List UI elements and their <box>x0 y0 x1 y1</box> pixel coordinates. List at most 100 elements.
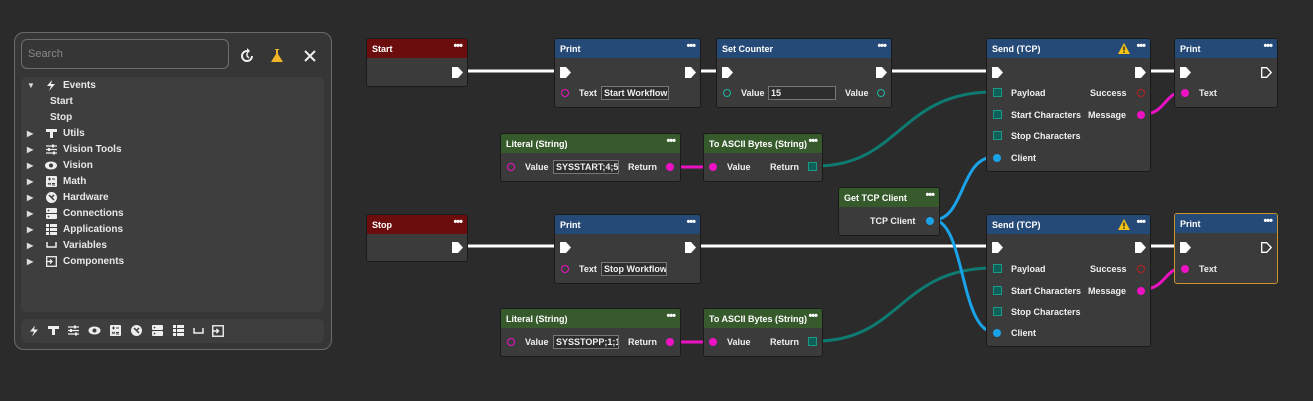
success-output-pin[interactable] <box>1137 89 1145 97</box>
payload-input-pin[interactable] <box>993 264 1002 273</box>
stop-event-node[interactable]: Stop••• <box>366 214 468 262</box>
node-header[interactable]: Literal (String)••• <box>501 309 680 328</box>
send-tcp-node[interactable]: Send (TCP) ••• Payload Success Start Cha… <box>986 214 1151 347</box>
exec-in-pin[interactable] <box>992 67 1003 78</box>
chevron-right-icon[interactable]: ▶ <box>27 256 34 266</box>
more-options-icon[interactable]: ••• <box>686 40 696 52</box>
print-node[interactable]: Print••• Text <box>1174 38 1278 108</box>
circuit-icon[interactable] <box>130 324 143 337</box>
text-input-pin[interactable] <box>1181 265 1189 273</box>
exec-out-pin[interactable] <box>452 67 463 78</box>
bytes-output-pin[interactable] <box>808 162 817 171</box>
more-options-icon[interactable]: ••• <box>666 310 676 322</box>
stop-characters-input-pin[interactable] <box>993 307 1002 316</box>
value-input-field[interactable]: SYSSTART;4;5 <box>553 160 619 174</box>
literal-string-node[interactable]: Literal (String)••• Value SYSSTOPP;1;1 R… <box>500 308 681 357</box>
node-header[interactable]: Stop••• <box>367 215 467 234</box>
exec-out-pin[interactable] <box>1135 67 1146 78</box>
more-options-icon[interactable]: ••• <box>686 216 696 228</box>
set-counter-node[interactable]: Set Counter••• Value 15 Value <box>716 38 892 108</box>
exec-in-pin[interactable] <box>992 242 1003 253</box>
value-input-pin[interactable] <box>507 163 515 171</box>
exec-out-pin[interactable] <box>452 242 463 253</box>
grid-icon[interactable] <box>172 324 185 337</box>
eye-icon[interactable] <box>88 324 101 337</box>
message-output-pin[interactable] <box>1137 111 1145 119</box>
close-button[interactable] <box>299 45 321 67</box>
value-input-pin[interactable] <box>507 338 515 346</box>
chevron-right-icon[interactable]: ▶ <box>27 144 34 154</box>
more-options-icon[interactable]: ••• <box>808 310 818 322</box>
value-input-field[interactable]: SYSSTOPP;1;1 <box>553 335 619 349</box>
warning-icon[interactable] <box>1118 43 1130 54</box>
chevron-right-icon[interactable]: ▶ <box>27 208 34 218</box>
client-input-pin[interactable] <box>993 154 1001 162</box>
node-header[interactable]: Set Counter••• <box>717 39 891 58</box>
more-options-icon[interactable]: ••• <box>1136 40 1146 52</box>
node-header[interactable]: To ASCII Bytes (String)••• <box>704 309 822 328</box>
send-tcp-node[interactable]: Send (TCP) ••• Payload Success Start Cha… <box>986 38 1151 172</box>
node-header[interactable]: Start••• <box>367 39 467 58</box>
calculator-icon[interactable] <box>109 324 122 337</box>
more-options-icon[interactable]: ••• <box>453 216 463 228</box>
node-header[interactable]: Send (TCP) ••• <box>987 39 1150 58</box>
start-characters-input-pin[interactable] <box>993 110 1002 119</box>
tcp-client-output-pin[interactable] <box>926 217 934 225</box>
value-input-field[interactable]: 15 <box>768 86 836 100</box>
chevron-right-icon[interactable]: ▶ <box>27 176 34 186</box>
shirt-icon[interactable] <box>47 324 60 337</box>
literal-string-node[interactable]: Literal (String)••• Value SYSSTART;4;5 R… <box>500 133 681 182</box>
exec-in-pin[interactable] <box>722 67 733 78</box>
more-options-icon[interactable]: ••• <box>808 135 818 147</box>
chevron-right-icon[interactable]: ▶ <box>27 192 34 202</box>
node-header[interactable]: Literal (String)••• <box>501 134 680 153</box>
node-header[interactable]: Print••• <box>1175 39 1277 58</box>
component-icon[interactable] <box>211 324 224 337</box>
more-options-icon[interactable]: ••• <box>1136 216 1146 228</box>
bytes-output-pin[interactable] <box>808 337 817 346</box>
return-output-pin[interactable] <box>666 338 674 346</box>
node-header[interactable]: Get TCP Client••• <box>839 188 939 207</box>
print-node[interactable]: Print••• Text <box>1174 213 1278 284</box>
client-input-pin[interactable] <box>993 329 1001 337</box>
node-header[interactable]: Print••• <box>555 215 700 234</box>
more-options-icon[interactable]: ••• <box>925 189 935 201</box>
exec-out-pin[interactable] <box>685 67 696 78</box>
to-ascii-bytes-node[interactable]: To ASCII Bytes (String)••• Value Return <box>703 133 823 182</box>
bracket-icon[interactable] <box>192 324 205 337</box>
more-options-icon[interactable]: ••• <box>1263 215 1273 227</box>
exec-out-pin[interactable] <box>876 67 887 78</box>
value-input-pin[interactable] <box>723 89 731 97</box>
more-options-icon[interactable]: ••• <box>666 135 676 147</box>
to-ascii-bytes-node[interactable]: To ASCII Bytes (String)••• Value Return <box>703 308 823 357</box>
node-header[interactable]: Send (TCP) ••• <box>987 215 1150 234</box>
text-input-field[interactable]: Stop Workflow <box>601 262 667 276</box>
node-header[interactable]: Print••• <box>1175 214 1277 233</box>
exec-out-pin[interactable] <box>1135 242 1146 253</box>
message-output-pin[interactable] <box>1137 287 1145 295</box>
chevron-right-icon[interactable]: ▶ <box>27 128 34 138</box>
refresh-button[interactable] <box>236 45 258 67</box>
start-event-node[interactable]: Start••• <box>366 38 468 87</box>
more-options-icon[interactable]: ••• <box>1263 40 1273 52</box>
flask-button[interactable] <box>266 45 288 67</box>
exec-in-pin[interactable] <box>560 67 571 78</box>
more-options-icon[interactable]: ••• <box>877 40 887 52</box>
print-node[interactable]: Print••• Text Start Workflow <box>554 38 701 108</box>
get-tcp-client-node[interactable]: Get TCP Client••• TCP Client <box>838 187 940 236</box>
exec-in-pin[interactable] <box>1180 67 1191 78</box>
sliders-icon[interactable] <box>67 324 80 337</box>
bolt-icon[interactable] <box>27 324 40 337</box>
node-header[interactable]: Print••• <box>555 39 700 58</box>
value-input-pin[interactable] <box>709 338 717 346</box>
node-header[interactable]: To ASCII Bytes (String)••• <box>704 134 822 153</box>
search-input[interactable] <box>21 39 229 69</box>
chevron-right-icon[interactable]: ▶ <box>27 224 34 234</box>
exec-out-pin[interactable] <box>1261 67 1272 78</box>
text-input-pin[interactable] <box>561 265 569 273</box>
value-input-pin[interactable] <box>709 163 717 171</box>
text-input-pin[interactable] <box>1181 89 1189 97</box>
chevron-right-icon[interactable]: ▶ <box>27 160 34 170</box>
text-input-field[interactable]: Start Workflow <box>601 86 669 100</box>
start-characters-input-pin[interactable] <box>993 286 1002 295</box>
